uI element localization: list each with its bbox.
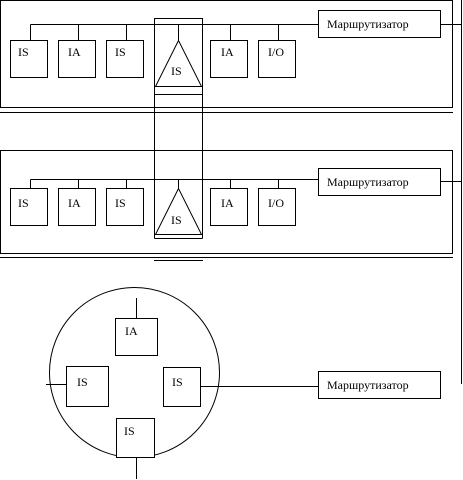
node-label: IA — [125, 324, 138, 338]
gateway-column — [154, 18, 203, 261]
node-is — [66, 366, 109, 407]
node-label: IA — [68, 45, 81, 59]
node-io — [258, 40, 296, 78]
node-label: IA — [68, 196, 81, 210]
node-is — [163, 367, 201, 407]
segment-ring: IA IS IS IS Маршрутизатор — [46, 287, 441, 479]
gateway-frame-top — [154, 18, 203, 95]
backbone — [440, 0, 462, 384]
router-box — [318, 168, 441, 196]
node-is — [10, 40, 48, 78]
node-label: IS — [18, 196, 29, 210]
node-label: IS — [77, 375, 88, 389]
node-label: I/O — [268, 45, 284, 59]
node-is — [116, 418, 155, 458]
node-io — [258, 188, 296, 226]
node-label: IS — [115, 45, 126, 59]
node-ia — [210, 40, 248, 78]
router-label: Маршрутизатор — [327, 378, 409, 392]
node-label: IS — [172, 375, 183, 389]
node-label: IS — [18, 45, 29, 59]
node-label: IS — [171, 64, 182, 78]
node-is-gateway — [154, 187, 203, 235]
router-label: Маршрутизатор — [327, 17, 409, 31]
node-ia — [58, 188, 96, 226]
router-label: Маршрутизатор — [327, 175, 409, 189]
segment-top-frame — [0, 0, 453, 108]
node-label: IA — [221, 45, 234, 59]
node-label: IS — [124, 424, 135, 438]
router-box — [318, 10, 441, 38]
node-label: I/O — [268, 196, 284, 210]
node-is — [106, 188, 144, 226]
segment-middle: IS IA IS IS IA I/O Маршрутизатор — [0, 150, 453, 258]
segment-top: IS IA IS IS IA I/O Маршрутизатор — [0, 0, 453, 113]
node-label: IS — [115, 196, 126, 210]
node-ia — [115, 318, 158, 356]
node-is-gateway — [154, 39, 203, 87]
segment-middle-frame — [0, 150, 453, 254]
node-ia — [58, 40, 96, 78]
node-label: IA — [221, 196, 234, 210]
node-label: IS — [171, 213, 182, 227]
node-is — [10, 188, 48, 226]
node-is — [106, 40, 144, 78]
node-ia — [210, 188, 248, 226]
router-box — [318, 371, 441, 399]
